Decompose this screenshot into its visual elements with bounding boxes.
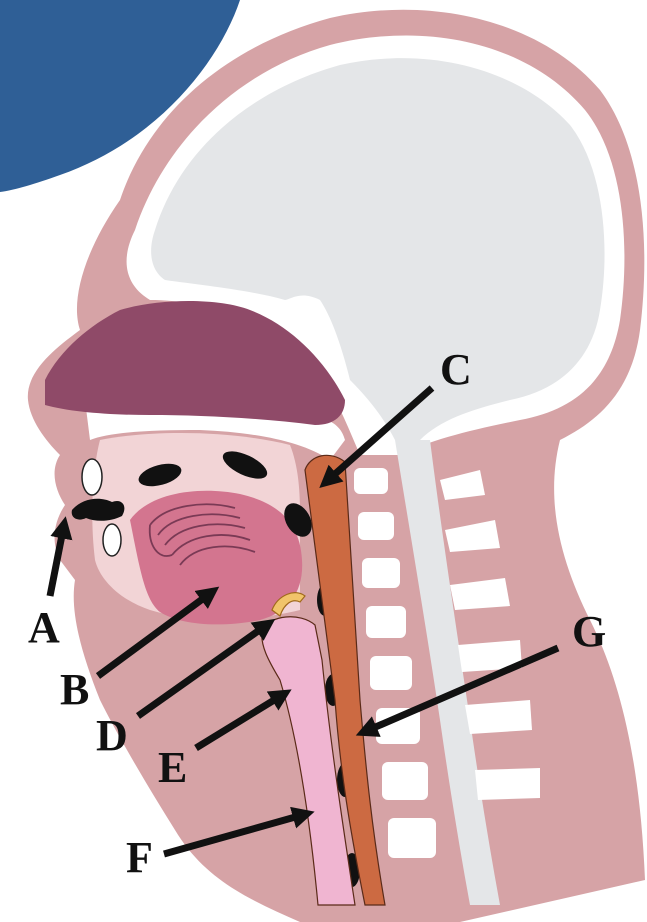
label-g: G — [572, 607, 606, 656]
label-f: F — [126, 833, 153, 882]
upper-tooth — [82, 459, 102, 495]
label-a: A — [28, 603, 60, 652]
label-b: B — [60, 665, 89, 714]
lower-tooth — [103, 524, 121, 556]
label-e: E — [158, 743, 187, 792]
label-c: C — [440, 345, 472, 394]
label-d: D — [96, 711, 128, 760]
